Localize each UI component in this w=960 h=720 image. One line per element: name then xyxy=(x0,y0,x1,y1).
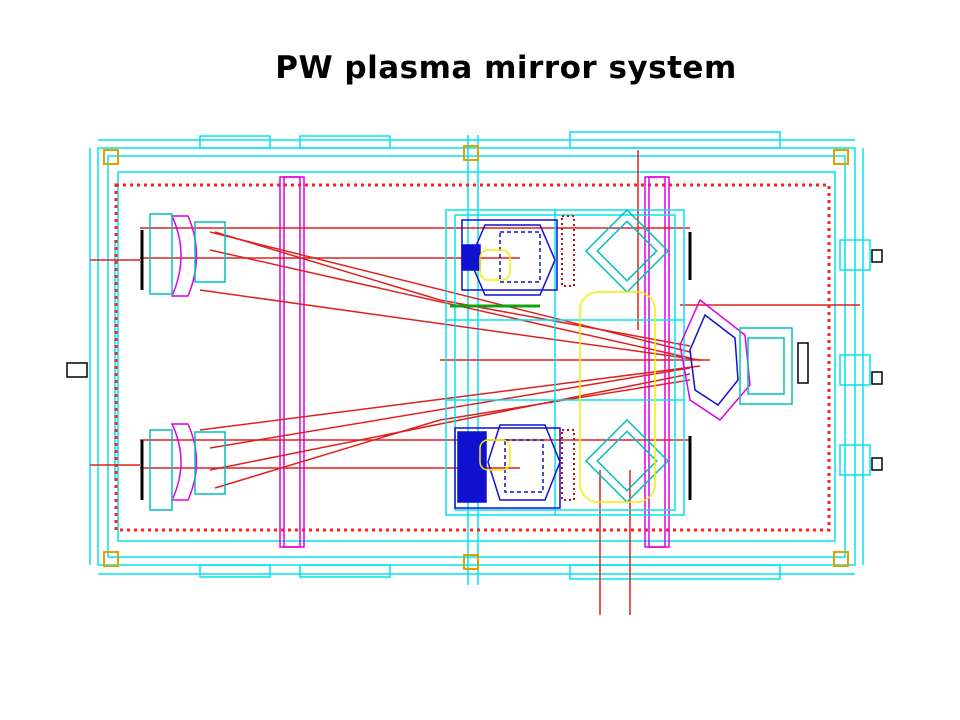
chamber-frame xyxy=(89,131,871,585)
rotated-mounts xyxy=(584,208,670,504)
mirror-mount-bottom xyxy=(149,423,226,511)
target-chamber xyxy=(679,298,809,421)
right-ports xyxy=(871,249,883,471)
slide-title: PW plasma mirror system xyxy=(275,50,737,86)
interlock-loop xyxy=(479,249,656,503)
mount-hatches xyxy=(140,230,692,500)
stage-bars xyxy=(561,215,575,501)
laser-beams xyxy=(90,150,860,615)
inner-boundary xyxy=(114,183,831,532)
optic-block-bottom xyxy=(454,424,561,509)
breadboard-rails xyxy=(279,176,670,548)
left-port xyxy=(66,362,88,378)
optic-block-top xyxy=(461,219,558,296)
corner-brackets xyxy=(103,145,849,570)
mirror-mount-top xyxy=(149,213,226,297)
